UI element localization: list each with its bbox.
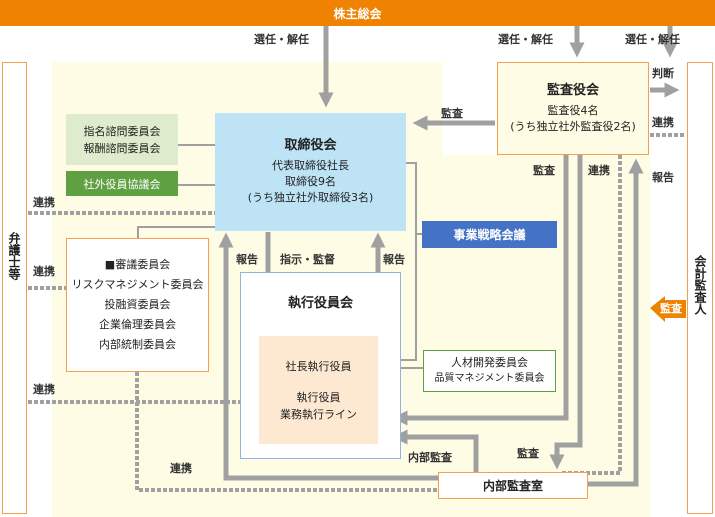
- audit-board-title: 監査役会: [546, 82, 599, 98]
- audit-board-box: 監査役会 監査役4名 (うち独立社外監査役2名): [497, 62, 649, 155]
- committee-internal-control: 内部統制委員会: [99, 338, 176, 351]
- shareholders-meeting-label: 株主総会: [333, 6, 382, 21]
- lawyers-column: [2, 62, 27, 514]
- executive-committee-title: 執行役員会: [287, 296, 353, 311]
- label-audit-board: 監査: [441, 107, 463, 120]
- label-audit-down: 監査: [533, 164, 555, 177]
- outside-officers-council-label: 社外役員協議会: [83, 177, 161, 191]
- strategy-meeting-label: 事業戦略会議: [453, 228, 526, 242]
- label-audit-internal: 監査: [517, 447, 539, 460]
- hr-committee-box: 人材開発委員会 品質マネジメント委員会: [423, 350, 556, 392]
- audit-board-line2: (うち独立社外監査役2名): [510, 119, 636, 133]
- committee-risk: リスクマネジメント委員会: [71, 278, 204, 291]
- board-line2: 取締役9名: [285, 175, 336, 188]
- strategy-meeting-box: 事業戦略会議: [422, 221, 557, 248]
- audit-board-line1: 監査役4名: [547, 103, 599, 117]
- president-officer-label: 社長執行役員: [285, 359, 352, 373]
- outside-officers-council-box: 社外役員協議会: [66, 171, 178, 196]
- label-report-up: 報告: [652, 171, 674, 184]
- label-coop-lawyer-top: 連携: [33, 196, 55, 209]
- label-internal-audit: 内部監査: [408, 451, 452, 464]
- executive-officers-box: 社長執行役員 執行役員 業務執行ライン: [259, 336, 378, 444]
- nomination-committee-box: 指名諮問委員会 報酬諮問委員会: [66, 114, 178, 165]
- label-coop-lawyer-bottom: 連携: [33, 383, 55, 396]
- compensation-committee-label: 報酬諮問委員会: [83, 141, 161, 155]
- committee-deliberation: ■審議委員会: [104, 258, 171, 271]
- officers-label: 執行役員: [296, 390, 341, 404]
- label-report-right: 報告: [383, 253, 405, 266]
- shareholders-meeting-bar: 株主総会: [0, 0, 715, 26]
- label-instruct: 指示・監督: [280, 253, 335, 266]
- lawyers-label: 弁護士等: [7, 232, 21, 280]
- label-report-left: 報告: [236, 253, 258, 266]
- label-coop-down: 連携: [588, 164, 610, 177]
- accounting-auditor-label: 会計監査人: [693, 255, 707, 315]
- board-title: 取締役会: [284, 138, 337, 153]
- committee-ethics: 企業倫理委員会: [99, 318, 176, 331]
- accounting-auditor-column: [687, 62, 713, 514]
- committees-box: ■審議委員会 リスクマネジメント委員会 投融資委員会 企業倫理委員会 内部統制委…: [66, 238, 209, 372]
- label-accounting-audit: 監査: [660, 302, 682, 315]
- nomination-committee-label: 指名諮問委員会: [83, 124, 161, 138]
- board-line1: 代表取締役社長: [272, 159, 349, 172]
- label-coop-bottom: 連携: [170, 462, 192, 475]
- label-coop-lawyer-mid: 連携: [33, 265, 55, 278]
- quality-committee-label: 品質マネジメント委員会: [434, 373, 545, 384]
- label-judgment: 判断: [652, 67, 674, 80]
- business-line-label: 業務執行ライン: [280, 407, 357, 421]
- internal-audit-office-label: 内部監査室: [482, 479, 543, 493]
- label-elect-board: 選任・解任: [254, 33, 309, 46]
- hr-committee-label: 人材開発委員会: [451, 356, 528, 369]
- board-of-directors-box: 取締役会 代表取締役社長 取締役9名 (うち独立社外取締役3名): [215, 113, 406, 231]
- label-elect-auditors: 選任・解任: [498, 33, 553, 46]
- label-elect-accounting: 選任・解任: [625, 33, 680, 46]
- board-line3: (うち独立社外取締役3名): [247, 191, 374, 204]
- internal-audit-office-box: 内部監査室: [438, 472, 588, 499]
- committee-investment: 投融資委員会: [104, 298, 171, 311]
- label-coop-auditor: 連携: [652, 116, 674, 129]
